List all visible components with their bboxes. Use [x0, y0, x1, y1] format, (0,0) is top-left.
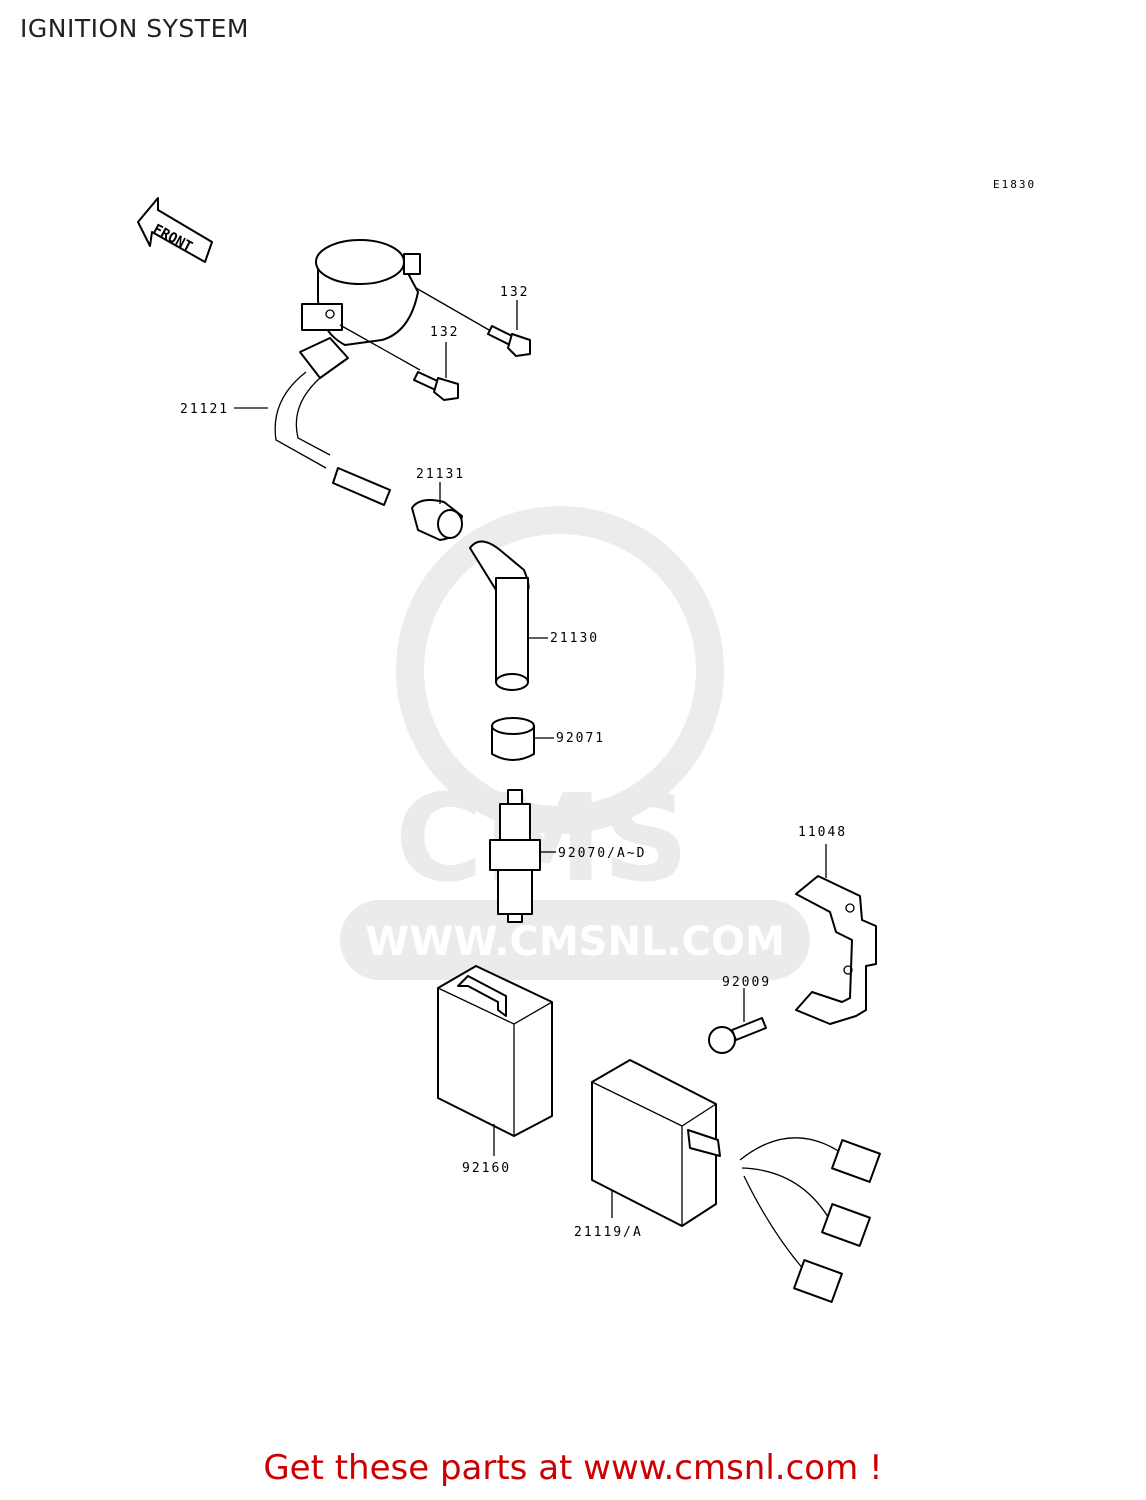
front-arrow: FRONT: [137, 197, 213, 263]
plug-cap-21131: [411, 482, 463, 541]
part-label-21119: 21119/A: [574, 1225, 643, 1240]
part-label-132-lower: 132: [430, 325, 459, 340]
diagram-ref-code: E1830: [993, 178, 1037, 191]
page-title: IGNITION SYSTEM: [20, 14, 249, 43]
cdi-unit-21119: [591, 1059, 881, 1303]
part-label-11048: 11048: [798, 825, 847, 840]
watermark-url: WWW.CMSNL.COM: [365, 919, 785, 965]
seal-92071: [491, 717, 554, 761]
watermark-logo: CMS: [395, 770, 689, 909]
bolt-132-upper: [487, 300, 531, 357]
part-label-92160: 92160: [462, 1161, 511, 1176]
part-label-132-upper: 132: [500, 285, 529, 300]
part-label-92071: 92071: [556, 731, 605, 746]
bracket-11048: [795, 844, 877, 1025]
part-label-21121: 21121: [180, 402, 229, 417]
bolt-92009: [708, 988, 767, 1054]
plug-cap-21130: [469, 540, 548, 691]
promo-link[interactable]: Get these parts at www.cmsnl.com !: [263, 1448, 883, 1488]
part-label-21130: 21130: [550, 631, 599, 646]
bolt-132-lower: [413, 342, 459, 401]
ignition-coil: [234, 239, 497, 506]
spark-plug-92070: [489, 789, 556, 923]
case-92160: [437, 965, 553, 1156]
part-label-92070: 92070/A~D: [558, 846, 646, 861]
watermark: CMS WWW.CMSNL.COM: [340, 506, 810, 980]
part-label-92009: 92009: [722, 975, 771, 990]
part-label-21131: 21131: [416, 467, 465, 482]
